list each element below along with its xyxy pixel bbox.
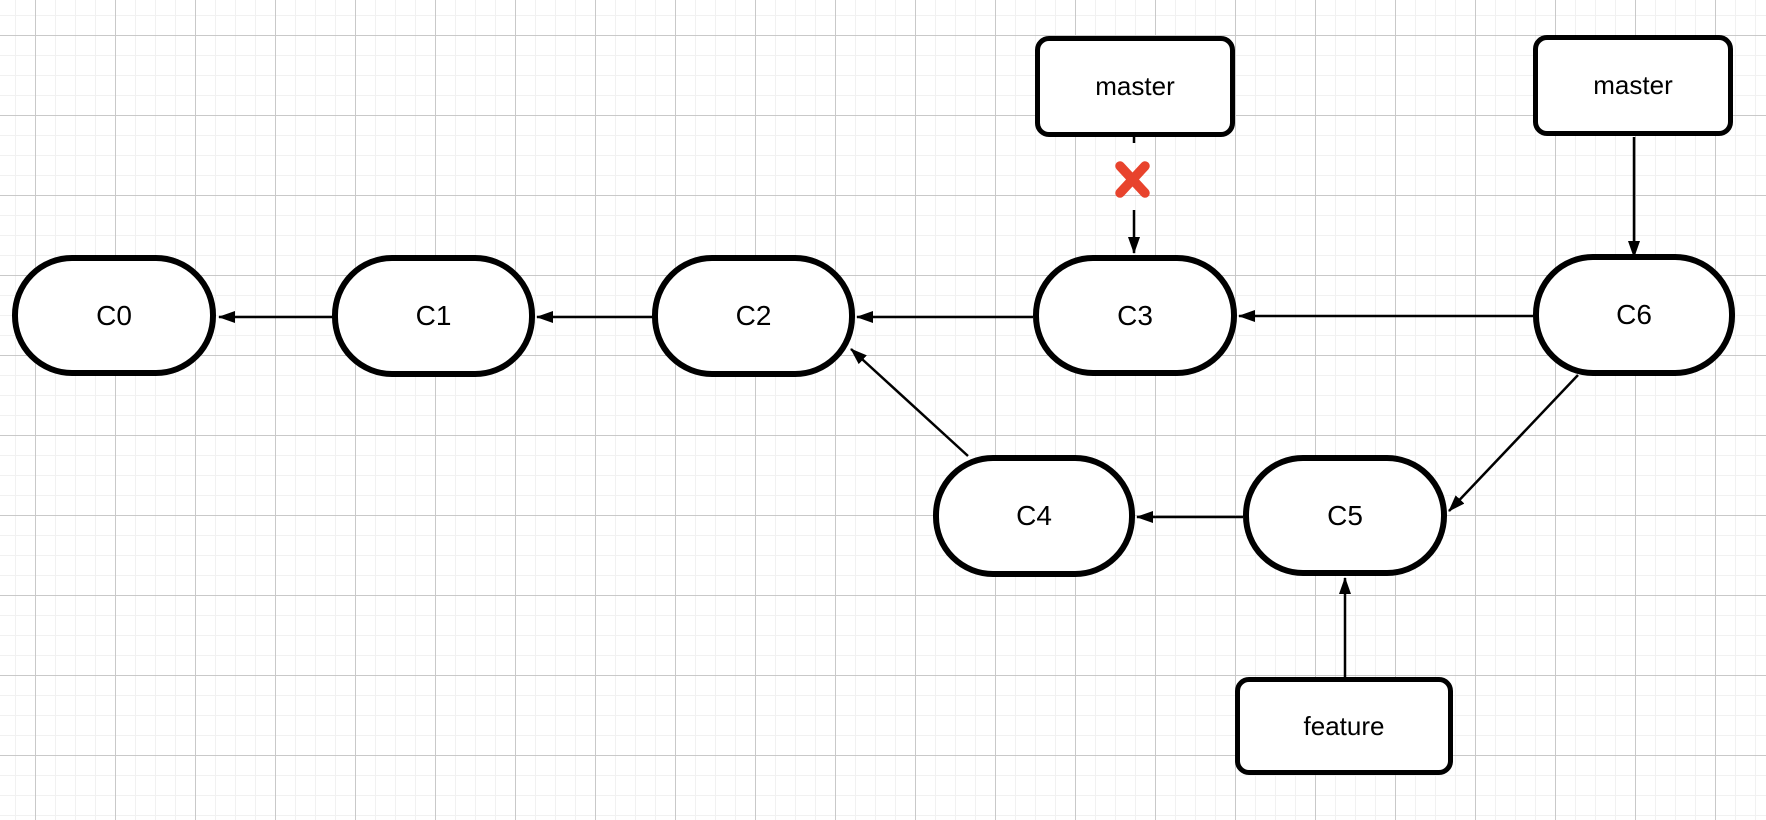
commit-node-c5[interactable]: C5 (1243, 455, 1447, 576)
commit-label: C0 (96, 299, 132, 331)
commit-node-c4[interactable]: C4 (933, 455, 1135, 577)
commit-label: C1 (415, 300, 452, 331)
edge-c6-to-c5[interactable] (1448, 374, 1579, 512)
branch-box-feature[interactable]: feature (1235, 677, 1453, 775)
commit-label: C2 (735, 300, 772, 331)
branch-box-master[interactable]: master (1533, 35, 1733, 136)
commit-node-c6[interactable]: C6 (1533, 254, 1735, 376)
branch-label: master (1095, 71, 1175, 101)
cross-delete-icon[interactable] (1115, 161, 1150, 198)
commit-label: C3 (1117, 299, 1153, 331)
commit-label: C6 (1616, 299, 1652, 330)
commit-label: C5 (1327, 499, 1363, 531)
branch-label: master (1593, 70, 1673, 100)
commit-node-c1[interactable]: C1 (332, 255, 535, 377)
commit-node-c0[interactable]: C0 (12, 255, 216, 376)
branch-label: feature (1303, 710, 1385, 741)
commit-node-c2[interactable]: C2 (652, 255, 855, 377)
commit-node-c3[interactable]: C3 (1033, 255, 1237, 376)
edge-c4-to-c2[interactable] (850, 348, 969, 457)
branch-box-master-old[interactable]: master (1035, 36, 1235, 137)
commit-label: C4 (1016, 500, 1052, 531)
